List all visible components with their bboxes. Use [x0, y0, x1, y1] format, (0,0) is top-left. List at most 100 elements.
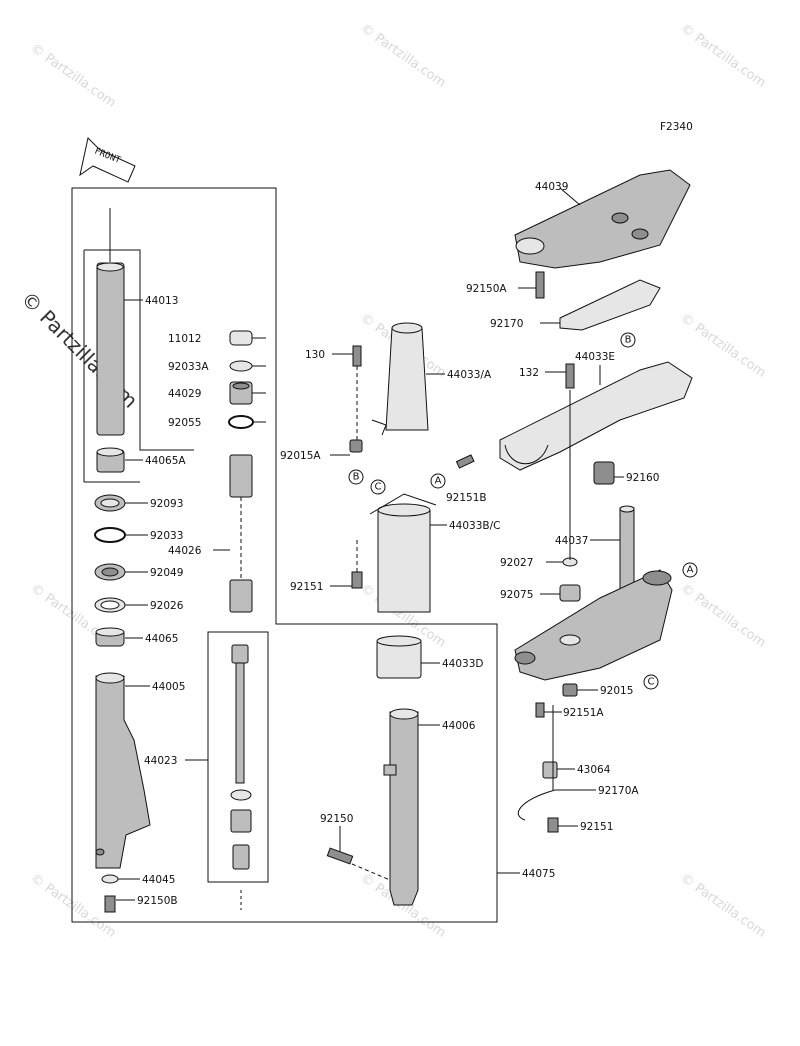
label-92150A: 92150A: [466, 283, 507, 295]
nut-92015: [562, 683, 578, 697]
plate-92170: [559, 279, 661, 331]
label-44033D: 44033D: [442, 658, 484, 670]
spring-44026: [229, 454, 253, 613]
label-44029: 44029: [168, 388, 201, 400]
svg-text:A: A: [435, 476, 442, 487]
watermark: © Partzilla.com: [678, 581, 769, 651]
cap-11012: [229, 330, 253, 346]
watermark: © Partzilla.com: [678, 311, 769, 381]
clip-92033: [94, 527, 126, 543]
bolt-92150: [326, 847, 391, 881]
leader-lines: [116, 187, 624, 901]
svg-text:B: B: [625, 335, 632, 346]
front-arrow-icon: FRONT: [79, 136, 136, 183]
bolt-92150A: [535, 271, 545, 299]
label-44075: 44075: [522, 868, 555, 880]
cover-44033A: [371, 322, 429, 436]
watermark: © Partzilla.com: [678, 21, 769, 91]
triple-clamp-lower: [514, 569, 673, 681]
bolt-130: [352, 345, 362, 445]
damper-92160: [593, 461, 615, 485]
oring-92055: [228, 415, 254, 429]
label-44065A: 44065A: [145, 455, 186, 467]
label-44033BC: 44033B/C: [449, 520, 500, 532]
callout-A-2: A: [682, 562, 698, 578]
label-92015: 92015: [600, 685, 633, 697]
label-92075: 92075: [500, 589, 533, 601]
label-11012: 11012: [168, 333, 201, 345]
svg-text:A: A: [687, 565, 694, 576]
label-44005: 44005: [152, 681, 185, 693]
seal-92093: [94, 494, 126, 512]
callout-C-1: C: [370, 479, 386, 495]
label-92151B: 92151B: [446, 492, 487, 504]
bushing-44065A: [96, 447, 125, 473]
watermark: © Partzilla.com: [28, 41, 119, 111]
oring-92033A: [229, 360, 253, 372]
label-44033A: 44033/A: [447, 369, 492, 381]
label-92055: 92055: [168, 417, 201, 429]
watermark: © Partzilla.com: [678, 871, 769, 941]
label-92151: 92151: [290, 581, 323, 593]
label-44026: 44026: [168, 545, 202, 557]
bolt-92151B: [455, 454, 475, 469]
figure-code: F2340: [660, 121, 693, 133]
bolt-92151-right: [547, 817, 559, 833]
washer-44045: [101, 874, 119, 884]
part-labels: 44013 11012 92033A 44029 92055 44065A 92…: [137, 181, 659, 907]
upper-bracket-44039: [514, 169, 691, 269]
callout-B-2: B: [620, 332, 636, 348]
bushing-44065: [95, 627, 125, 647]
callout-C-2: C: [643, 674, 659, 690]
label-44045: 44045: [142, 874, 175, 886]
label-44013: 44013: [145, 295, 178, 307]
cover-44033D: [376, 635, 422, 679]
label-92049: 92049: [150, 567, 183, 579]
label-44006: 44006: [442, 720, 476, 732]
bolt-92150B: [104, 895, 116, 913]
clamp-92170A: [517, 789, 575, 821]
label-44039: 44039: [535, 181, 568, 193]
spacer-92075: [559, 584, 581, 602]
bolt-92151A: [535, 702, 545, 718]
label-92027: 92027: [500, 557, 533, 569]
label-92170A: 92170A: [598, 785, 639, 797]
cylinder-44023: [230, 644, 252, 910]
callout-A-1: A: [430, 473, 446, 489]
inner-tube-44013: [96, 208, 143, 436]
watermark: © Partzilla.com: [358, 21, 449, 91]
label-92026: 92026: [150, 600, 184, 612]
label-92033: 92033: [150, 530, 183, 542]
label-92160: 92160: [626, 472, 659, 484]
bolt-92151: [351, 540, 363, 589]
seal-92049: [94, 563, 126, 581]
label-44037: 44037: [555, 535, 588, 547]
svg-text:C: C: [375, 482, 382, 493]
svg-text:C: C: [648, 677, 655, 688]
cover-44033BC: [369, 493, 437, 613]
label-92033A: 92033A: [168, 361, 209, 373]
label-43064: 43064: [577, 764, 611, 776]
label-44023: 44023: [144, 755, 177, 767]
svg-text:B: B: [353, 472, 360, 483]
label-92151A: 92151A: [563, 707, 604, 719]
label-92150: 92150: [320, 813, 353, 825]
label-92015A: 92015A: [280, 450, 321, 462]
label-44033E: 44033E: [575, 351, 615, 363]
label-92093: 92093: [150, 498, 183, 510]
label-92151-right: 92151: [580, 821, 613, 833]
label-92150B: 92150B: [137, 895, 178, 907]
label-44065: 44065: [145, 633, 178, 645]
label-92170: 92170: [490, 318, 523, 330]
callout-B-1: B: [348, 469, 364, 485]
group-frames: [71, 187, 498, 923]
collar-92015A: [349, 439, 363, 453]
outer-tube-44005: [95, 672, 151, 869]
bolt-132: [565, 363, 575, 389]
washer-92026: [94, 597, 126, 613]
slider-44006: [383, 708, 419, 906]
label-132: 132: [519, 367, 539, 379]
grommet-43064: [542, 761, 558, 779]
plug-44029: [229, 381, 253, 405]
